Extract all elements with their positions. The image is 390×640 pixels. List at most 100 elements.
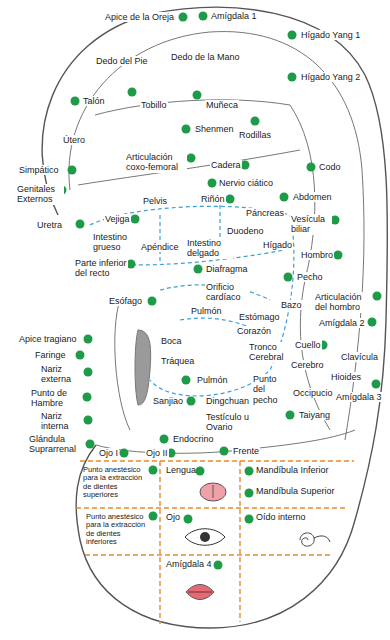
- point-label: Hígado Yang 1: [300, 30, 361, 40]
- point-label: Tobillo: [140, 100, 168, 110]
- point-dot: [241, 161, 250, 170]
- point-label: Apice de la Oreja: [104, 12, 175, 22]
- point-label: Ojo I: [98, 448, 119, 458]
- zone-label: Lengua: [166, 466, 234, 476]
- point-label: Clavícula: [340, 352, 379, 362]
- point-label: Ojo II: [145, 448, 169, 458]
- point-label: Dedo del Pie: [95, 56, 149, 66]
- point-label: Taiyang: [298, 410, 331, 420]
- point-label: Esófago: [108, 296, 143, 306]
- point-dot: [280, 193, 289, 202]
- point-label: Articulación coxo-femoral: [125, 152, 187, 173]
- point-label: Muñeca: [205, 100, 239, 110]
- point-label: Dedo de la Mano: [170, 52, 241, 62]
- point-dot: [208, 179, 217, 188]
- lobe-zone: Punto anestésico para la extracción de d…: [84, 510, 158, 553]
- point-dot: [226, 195, 235, 204]
- point-label: Articulación del hombro: [314, 292, 370, 313]
- point-label: Páncreas: [245, 208, 285, 218]
- point-label: Intestino delgado: [186, 238, 233, 259]
- point-label: Shenmen: [194, 124, 235, 134]
- point-label: Faringe: [34, 350, 67, 360]
- point-dot: [128, 88, 137, 97]
- point-label: Parte inferior del recto: [74, 258, 128, 279]
- point-label: Dingchuan: [205, 396, 250, 406]
- point-dot: [84, 335, 93, 344]
- point-label: Pulmón: [196, 375, 229, 385]
- point-label: Occipucio: [292, 388, 334, 398]
- tongue-icon: [200, 483, 226, 501]
- lobe-zone: Ojo: [162, 510, 238, 553]
- point-label: Rodillas: [238, 130, 272, 140]
- point-label: Hioides: [330, 372, 362, 382]
- point-label: Tráquea: [160, 356, 195, 366]
- point-label: Sanjiao: [152, 396, 184, 406]
- lobe-zone: Oído interno: [242, 510, 342, 553]
- mouth-icon: [186, 585, 214, 600]
- point-dot: [182, 376, 191, 385]
- ear-inner-lines: [69, 32, 364, 454]
- point-dot: [286, 411, 295, 420]
- point-label: Orificio cardíaco: [205, 282, 247, 303]
- point-dot: [199, 12, 208, 21]
- point-label: Amígdala 3: [335, 392, 383, 402]
- point-label: Cuello: [294, 340, 322, 350]
- point-label: Pulmón: [190, 306, 223, 316]
- lobe-zone: Amígdala 4: [162, 557, 238, 612]
- point-label: Diafragma: [205, 264, 249, 274]
- point-dot: [284, 273, 293, 282]
- point-label: Hombro: [300, 250, 334, 260]
- point-label: Vejiga: [104, 214, 131, 224]
- point-dot: [288, 31, 297, 40]
- tragus-shape: [135, 330, 151, 405]
- point-label: Útero: [62, 135, 86, 145]
- point-dot: [187, 397, 196, 406]
- point-dot: [84, 368, 93, 377]
- point-label: Corazón: [236, 326, 272, 336]
- point-label: Riñón: [200, 194, 226, 204]
- point-label: Nariz interna: [40, 411, 80, 432]
- zone-label: Punto anestésico para la extracción de d…: [86, 513, 146, 546]
- point-label: Boca: [160, 336, 183, 346]
- point-dot: [120, 449, 129, 458]
- point-dot: [71, 97, 80, 106]
- zone-label: Amígdala 4: [166, 560, 234, 570]
- point-label: Pelvis: [142, 196, 168, 206]
- label-point-dots: [58, 12, 382, 458]
- point-dot: [68, 166, 77, 175]
- point-dot: [187, 154, 196, 163]
- point-dot: [220, 447, 229, 456]
- point-label: Codo: [318, 162, 342, 172]
- point-label: Talón: [82, 96, 106, 106]
- zone-label: Mandíbula Superior: [256, 487, 344, 497]
- zone-label: Oído interno: [256, 513, 340, 523]
- point-label: Frente: [232, 446, 260, 456]
- point-label: Abdomen: [292, 192, 333, 202]
- point-dot: [288, 73, 297, 82]
- point-dot: [334, 251, 343, 260]
- concha-regions: [90, 205, 294, 396]
- point-dot: [373, 292, 382, 301]
- point-dot: [179, 13, 188, 22]
- point-dot: [148, 297, 157, 306]
- point-label: Duodeno: [226, 226, 265, 236]
- point-label: Genitales Externos: [16, 184, 64, 205]
- lobe-zone: Punto anestésico para la extracción de d…: [80, 463, 158, 506]
- point-label: Amígdala 1: [210, 11, 258, 21]
- point-label: Uretra: [36, 220, 63, 230]
- point-label: Tronco Cerebral: [248, 342, 290, 363]
- point-dot: [251, 117, 260, 126]
- lobe-zone: Lengua: [162, 463, 238, 506]
- inner-ear-icon: [300, 533, 330, 546]
- point-label: Punto del pecho: [252, 374, 290, 405]
- lobe-grid: [76, 461, 354, 624]
- point-label: Apice tragiano: [18, 334, 78, 344]
- point-dot: [194, 265, 203, 274]
- point-label: Cadera: [210, 160, 242, 170]
- point-label: Vesícula biliar: [290, 214, 332, 235]
- point-label: Estómago: [238, 312, 281, 322]
- point-dot: [131, 215, 140, 224]
- point-dot: [307, 163, 316, 172]
- point-dot: [76, 351, 85, 360]
- point-dot: [368, 318, 377, 327]
